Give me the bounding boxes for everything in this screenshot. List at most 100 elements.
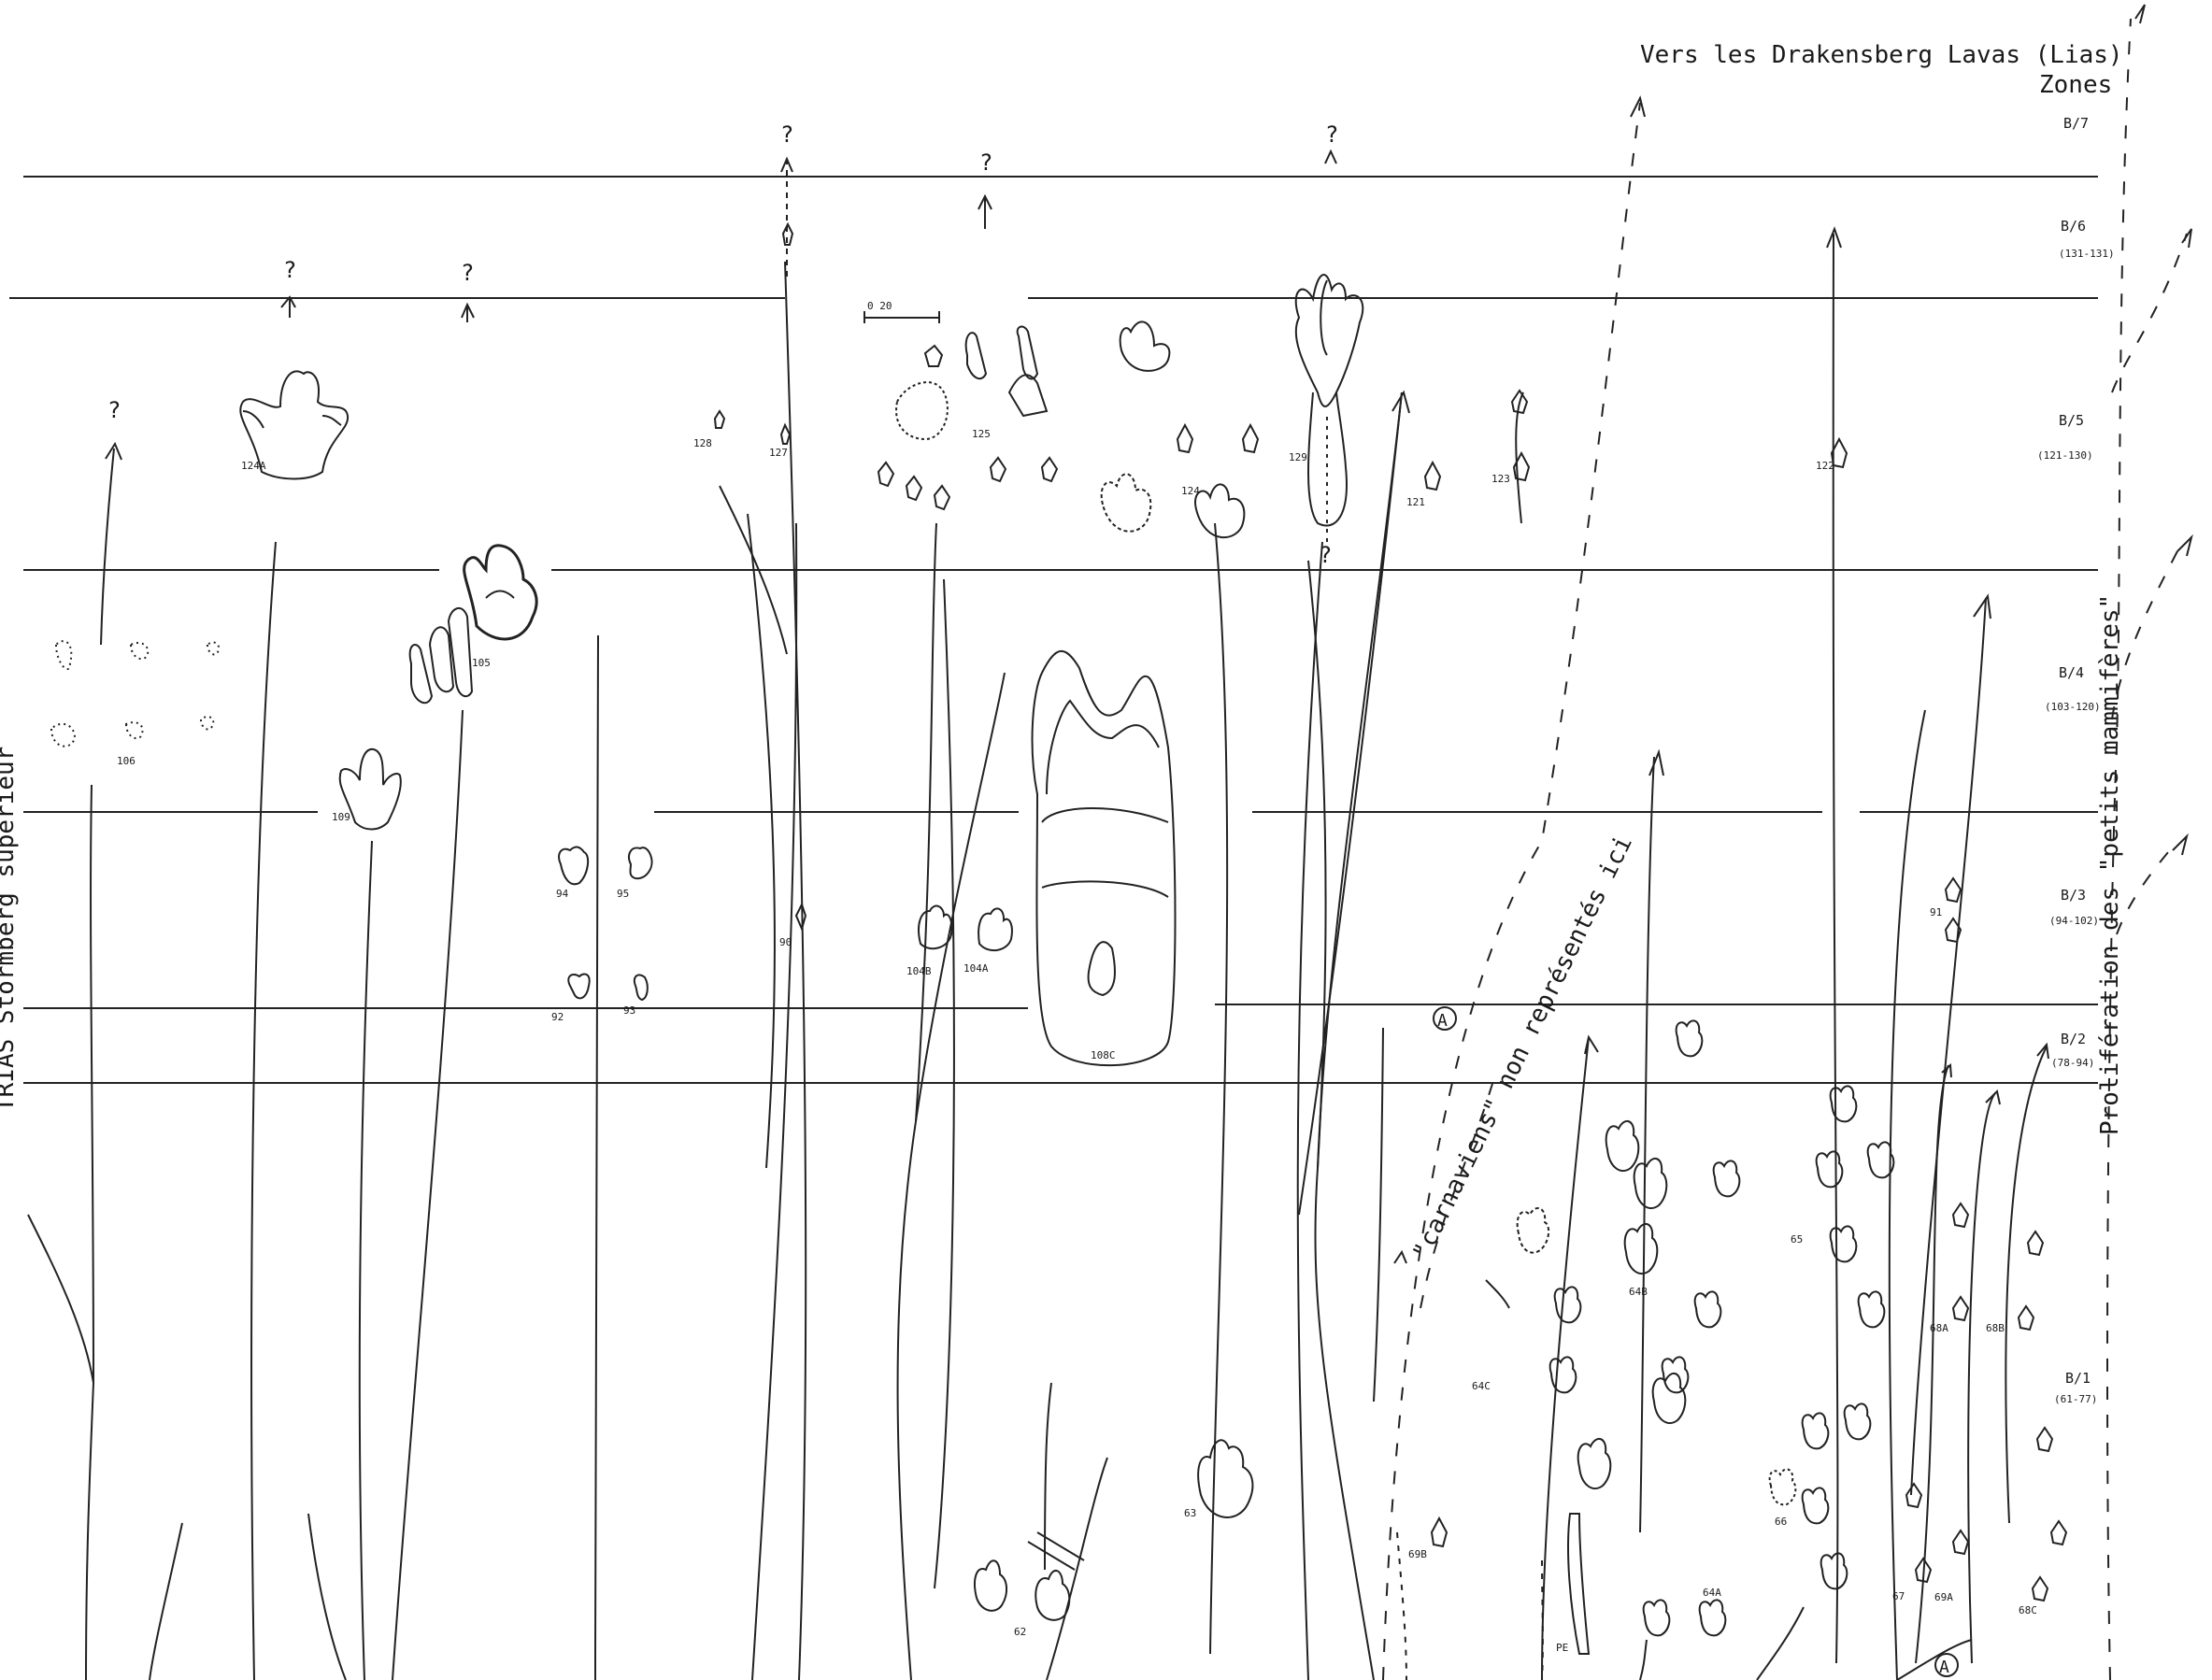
footprint-125 <box>878 327 1057 509</box>
specimen-label: 108C <box>1091 1049 1116 1061</box>
lineage-curve <box>595 635 598 1680</box>
lineage-curve <box>86 1383 93 1680</box>
specimen-label: 109 <box>332 811 350 823</box>
zone-range-b5: (121-130) <box>2037 449 2093 462</box>
lineage-curve <box>1318 392 1402 1168</box>
lineage-curve <box>2005 1046 2047 1523</box>
lineage-curve <box>101 448 114 645</box>
zone-range-b1: (61-77) <box>2054 1393 2097 1405</box>
zone-label-b3: B/3 <box>2061 887 2086 904</box>
arrowhead <box>1974 596 1991 619</box>
circled-markers: A A <box>1434 1007 1958 1677</box>
specimen-label: PE <box>1556 1642 1568 1654</box>
zone-label-b4: B/4 <box>2059 664 2084 681</box>
arrowhead <box>1649 752 1663 776</box>
arrowheads <box>106 5 2191 1263</box>
scale-label: 0 20 <box>867 300 892 312</box>
zone-range-b6: (131-131) <box>2059 248 2115 260</box>
footprint-104 <box>919 906 1012 951</box>
specimen-label: 66 <box>1775 1516 1787 1528</box>
lineage-curve <box>1968 1093 1995 1663</box>
lineage-curve <box>1897 1640 1972 1680</box>
specimen-label: 125 <box>972 428 991 440</box>
arrowhead <box>2135 5 2145 23</box>
specimen-label: 122 <box>1816 460 1834 472</box>
specimen-label: 129 <box>1289 451 1307 463</box>
specimen-label: 128 <box>693 437 712 449</box>
footprint-94-95 <box>559 847 652 1000</box>
footprint-91 <box>1946 878 1961 902</box>
lineage-curve <box>1757 1607 1804 1680</box>
lineage-curve <box>916 673 1005 1121</box>
lineage-curve <box>1640 1640 1647 1680</box>
dashed-curve <box>2117 841 2177 934</box>
lineage-curve <box>308 1514 346 1680</box>
question-mark: ? <box>1325 121 1338 148</box>
side-label-middle: "carnaviens" non représentés ici <box>1407 832 1638 1264</box>
lineage-curve <box>251 542 276 1680</box>
arrowhead <box>1325 151 1336 164</box>
specimen-label: 121 <box>1406 496 1425 508</box>
lineage-curve <box>898 523 936 1680</box>
footprint-67-68 <box>1906 1203 2066 1601</box>
circled-marker-label: A <box>1437 1011 1448 1031</box>
arrowhead <box>2173 836 2187 855</box>
specimen-label: 67 <box>1892 1590 1905 1602</box>
zone-label-b6: B/6 <box>2061 218 2086 235</box>
zone-range-b3: (94-102) <box>2049 915 2099 927</box>
footprint-63 <box>1198 1440 1252 1517</box>
footprint-62 <box>975 1532 1084 1620</box>
lineage-curve <box>1045 1383 1051 1570</box>
zone-range-b4: (103-120) <box>2045 701 2101 713</box>
footprint-66 <box>1770 1403 1871 1588</box>
specimen-label: 64A <box>1703 1587 1721 1599</box>
question-mark: ? <box>979 149 992 176</box>
zone-label-b2: B/2 <box>2061 1031 2086 1047</box>
lineage-curve <box>1640 757 1654 1532</box>
circled-marker-label: A <box>1939 1658 1949 1677</box>
specimen-label: 62 <box>1014 1626 1026 1638</box>
specimen-label: 64C <box>1472 1380 1491 1392</box>
specimen-label: 95 <box>617 888 629 900</box>
footprint-69b <box>1432 1518 1447 1546</box>
side-label-left: TRIAS Stormberg supérieur <box>0 747 20 1112</box>
lineage-curve <box>1890 710 1925 1680</box>
specimen-label: 105 <box>472 657 491 669</box>
footprint-127 <box>781 425 790 444</box>
lineage-curve <box>360 841 372 1680</box>
lineage-curve <box>1911 598 1986 1495</box>
question-mark: ? <box>780 121 793 148</box>
specimen-label: 64B <box>1629 1286 1648 1298</box>
lineage-curve <box>150 1523 182 1680</box>
specimen-label: 65 <box>1791 1233 1803 1246</box>
footprint-65 <box>1817 1086 1894 1327</box>
arrowhead <box>2177 537 2191 556</box>
footprint-129 <box>1296 275 1363 526</box>
question-mark: ? <box>283 257 296 283</box>
zone-label-b5: B/5 <box>2059 412 2084 429</box>
specimen-label: 90 <box>779 936 792 948</box>
arrowhead <box>1631 98 1645 117</box>
specimen-label: 104A <box>963 962 989 975</box>
question-mark: ? <box>107 397 121 423</box>
footprint-106 <box>51 641 219 747</box>
lineage-curve <box>1047 1458 1107 1680</box>
specimen-label: 106 <box>117 755 136 767</box>
specimen-label: 68A <box>1930 1322 1948 1334</box>
arrowhead <box>2182 229 2191 248</box>
specimen-labels: 124A 106 105 109 94 95 92 93 128 127 90 … <box>117 428 2037 1654</box>
lineage-curve <box>785 262 806 1680</box>
dashed-lineages <box>1327 19 2187 1680</box>
zone-label-b7: B/7 <box>2063 115 2089 132</box>
specimen-label: 123 <box>1491 473 1510 485</box>
dashed-curve <box>2112 234 2187 392</box>
zone-boundaries <box>9 177 2098 1083</box>
specimen-label: 68B <box>1986 1322 2005 1334</box>
footprint-121 <box>1425 463 1440 490</box>
lineage-curve <box>752 523 796 1680</box>
lineage-curve <box>1916 1065 1948 1663</box>
specimen-label: 104B <box>906 965 932 977</box>
footprint-90 <box>796 904 806 929</box>
